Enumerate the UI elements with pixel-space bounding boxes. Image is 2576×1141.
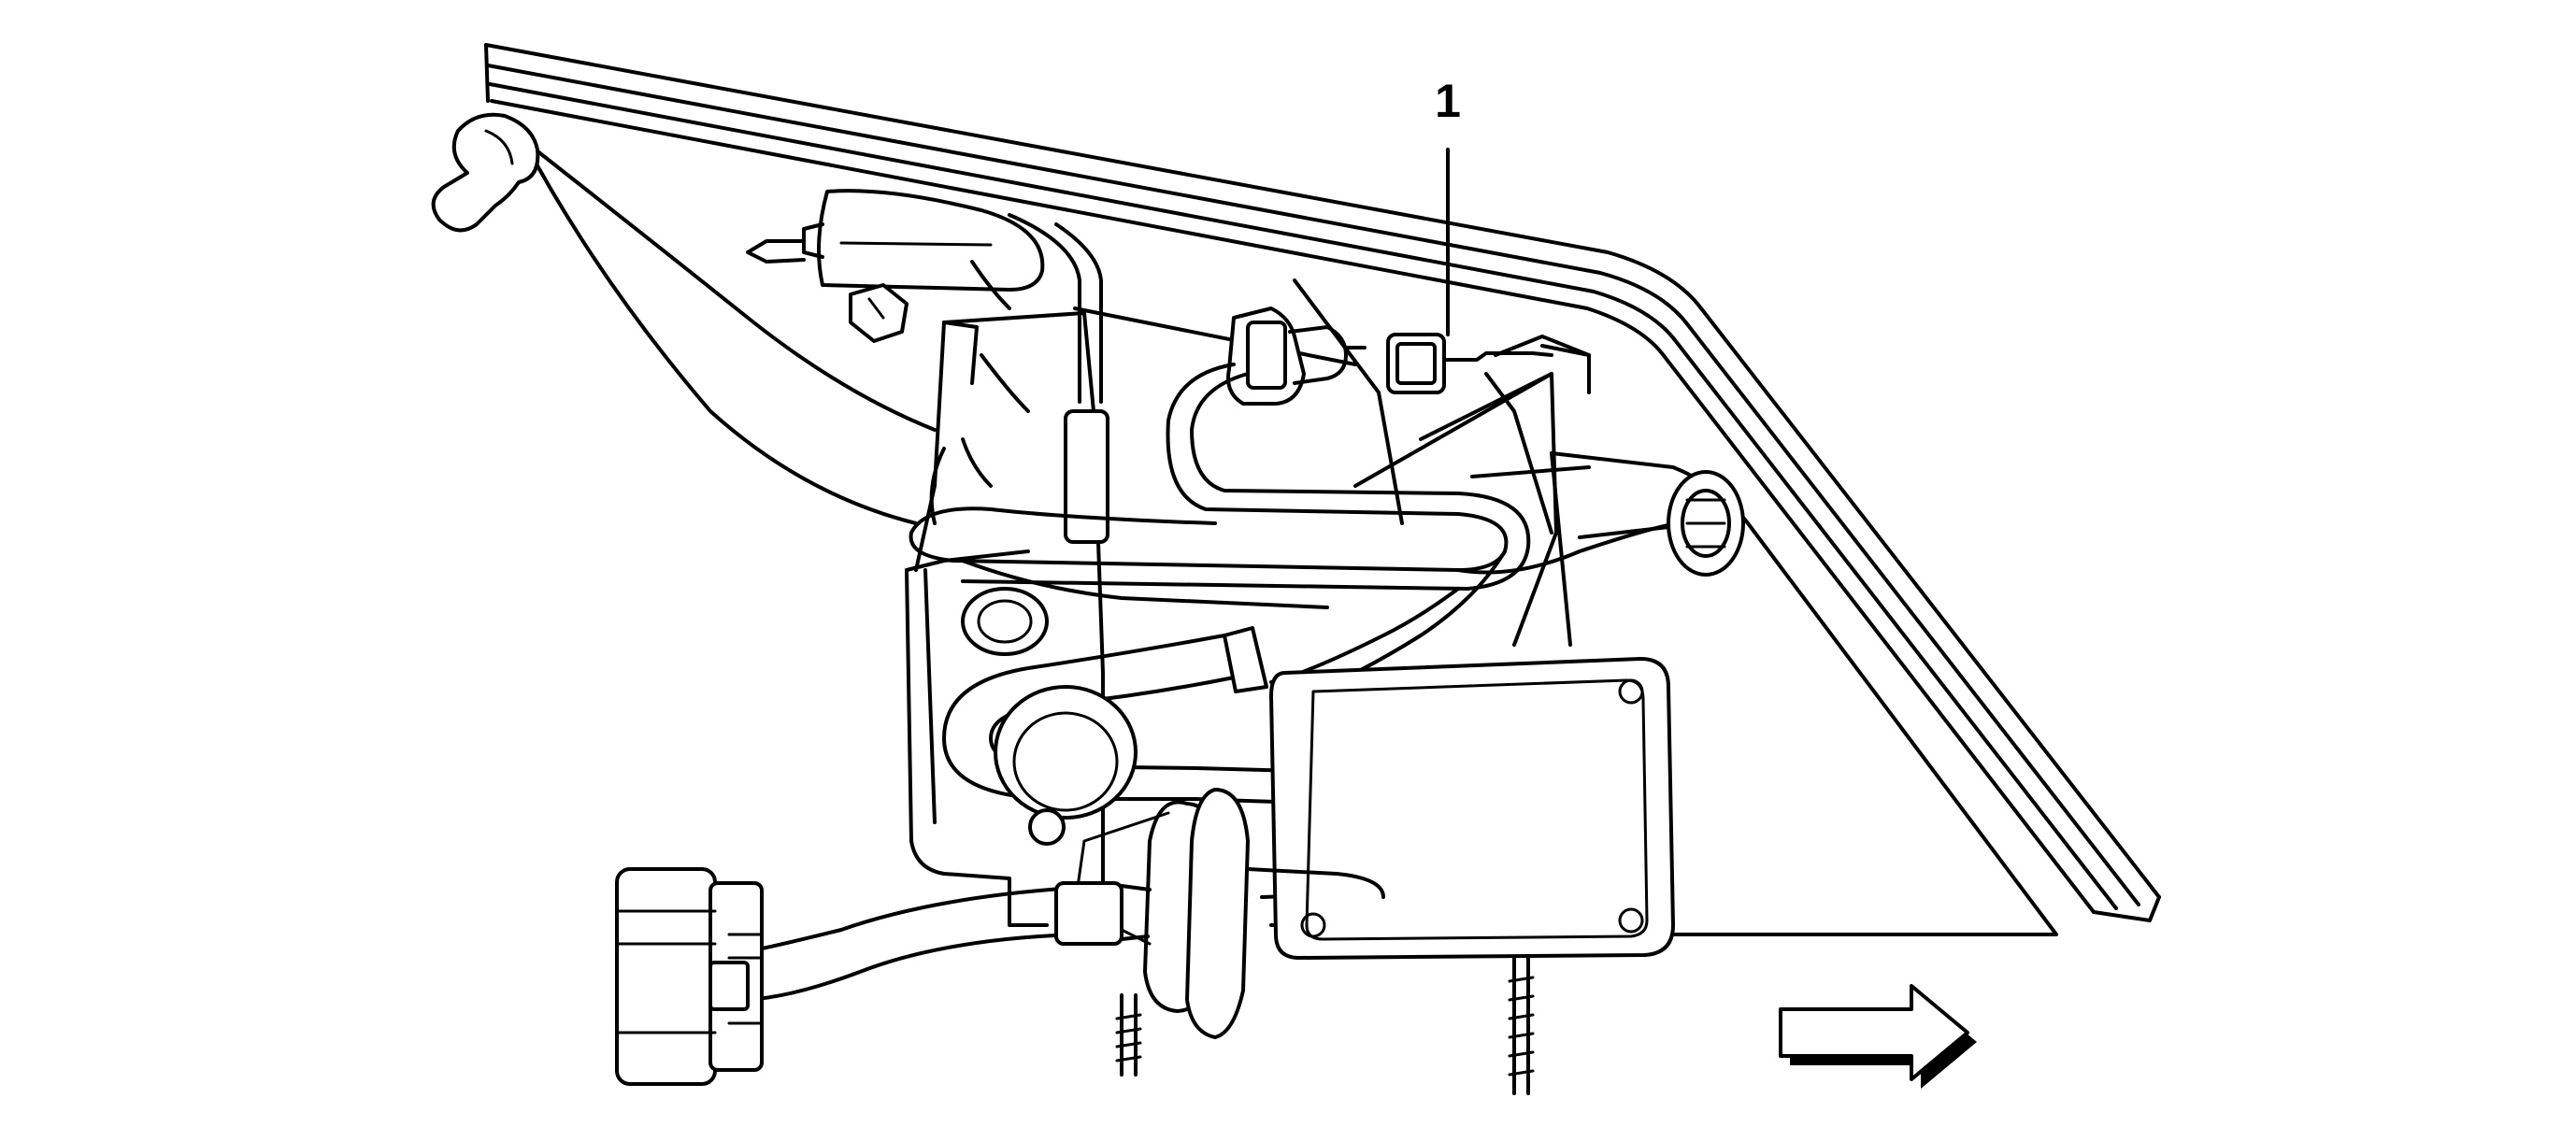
vent-hose-elbow <box>431 112 540 233</box>
mounting-stud-right <box>1508 956 1535 1095</box>
direction-arrow-icon <box>1779 984 1977 1089</box>
harness-connector <box>615 867 764 1086</box>
main-cable <box>737 867 1385 1002</box>
lamp-module-box <box>1269 657 1675 960</box>
right-bulb-socket <box>1667 470 1745 577</box>
upper-bulb-socket <box>746 189 1103 404</box>
lamp-housing-lens-edge <box>484 43 2161 922</box>
callout-1: 1 <box>1435 75 1461 336</box>
cable-grommet <box>1073 788 1250 1039</box>
mounting-stud-left <box>1115 993 1142 1077</box>
side-marker-bulb-socket <box>1226 307 1591 406</box>
callout-1-label: 1 <box>1435 75 1461 127</box>
vent-disc <box>994 685 1138 846</box>
left-grommet <box>961 587 1049 656</box>
wiring-harness <box>909 363 1703 703</box>
mounting-nut <box>849 283 909 343</box>
housing-back-plate <box>905 278 1591 927</box>
